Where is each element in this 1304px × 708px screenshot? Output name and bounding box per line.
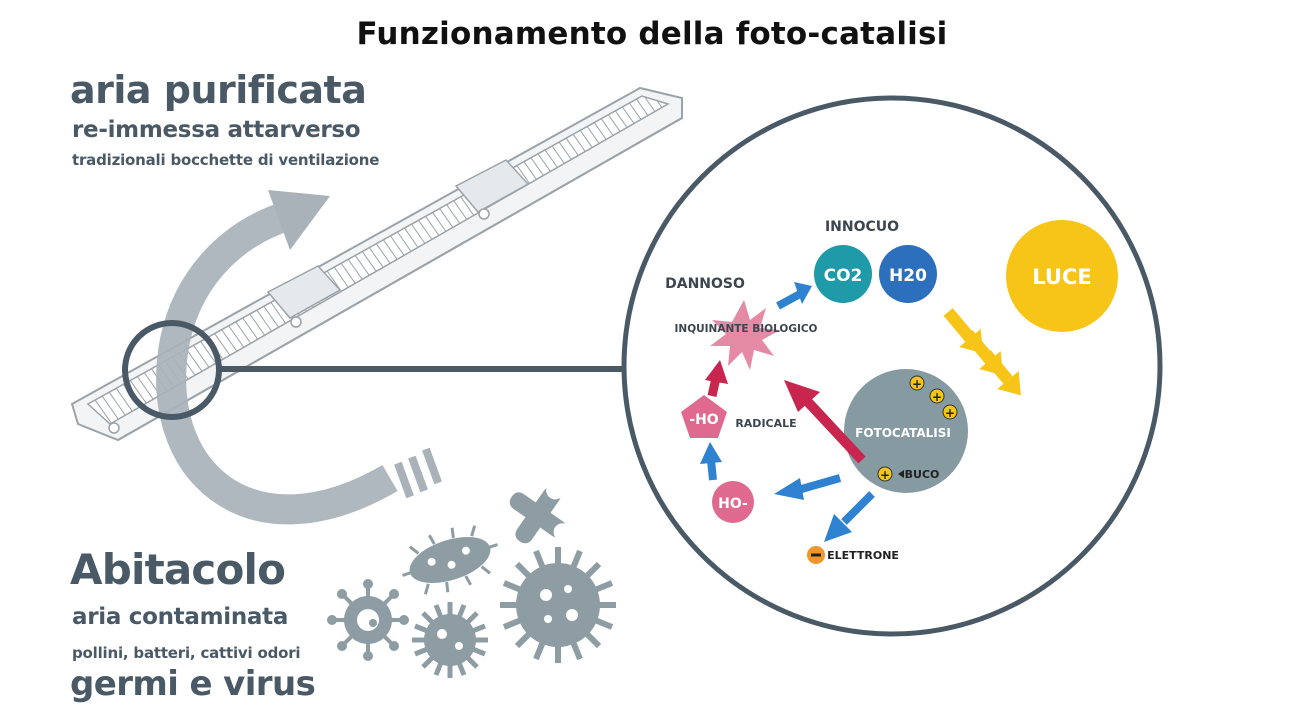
pollutant-star-icon	[710, 300, 780, 370]
svg-text:+: +	[945, 406, 955, 420]
arrow-to-innocuo	[776, 282, 812, 310]
arrow-fotocatalisi-to-pollutant	[784, 380, 866, 464]
page-title: Funzionamento della foto-catalisi	[356, 16, 948, 52]
co2-label: CO2	[824, 266, 863, 286]
purified-air-line1: re-immessa attarverso	[72, 117, 361, 143]
radicale-label: RADICALE	[735, 417, 796, 430]
radicale-ho-label: -HO	[689, 412, 719, 428]
ho-minus-circle	[712, 481, 754, 523]
h2o-circle	[879, 245, 937, 303]
ho-minus-label: HO-	[718, 496, 748, 512]
virus-icon	[327, 579, 409, 661]
dannoso-label: DANNOSO	[665, 276, 745, 292]
luce-circle	[1006, 220, 1118, 332]
elettrone-label: ELETTRONE	[827, 549, 899, 562]
radicale-pentagon	[681, 395, 727, 438]
airflow-arrow	[156, 190, 442, 525]
arrow-radicale-to-pollutant	[705, 360, 728, 397]
detail-circle	[621, 95, 1163, 637]
inquinante-label: INQUINANTE BIOLOGICO	[675, 323, 818, 335]
germs-illustration	[327, 481, 616, 678]
buco-pointer-icon	[898, 470, 904, 478]
innocuo-label: INNOCUO	[825, 219, 899, 235]
cabin-heading: Abitacolo	[70, 545, 286, 594]
h2o-label: H20	[889, 266, 927, 286]
arrow-to-ho-minus	[774, 474, 842, 500]
svg-text:+: +	[880, 468, 890, 482]
germ-x-icon	[509, 481, 572, 544]
purified-air-heading: aria purificata	[70, 68, 367, 112]
germ-round-large-icon	[500, 547, 616, 663]
arrow-to-elettrone	[824, 491, 875, 542]
vent-device-illustration	[70, 86, 683, 442]
cabin-line2: pollini, batteri, cattivi odori	[72, 644, 301, 662]
germ-round-small-icon	[412, 602, 488, 678]
cabin-line3: germi e virus	[70, 664, 316, 704]
zoom-lens	[122, 320, 627, 420]
svg-text:+: +	[932, 390, 942, 404]
detail-content: INNOCUO CO2 H20 DANNOSO INQUINANTE BIOLO…	[665, 219, 1118, 564]
fotocatalisi-label: FOTOCATALISI	[855, 426, 951, 440]
luce-label: LUCE	[1032, 265, 1091, 289]
buco-label: BUCO	[905, 468, 940, 481]
cabin-line1: aria contaminata	[72, 604, 289, 630]
svg-text:+: +	[912, 377, 922, 391]
hole-plus-icons: + + + +	[877, 375, 958, 482]
co2-circle	[814, 245, 872, 303]
purified-air-line2: tradizionali bocchette di ventilazione	[72, 151, 380, 169]
light-arrows	[943, 308, 1021, 396]
bacterium-icon	[401, 525, 499, 595]
arrow-ho-to-radicale	[700, 442, 722, 481]
